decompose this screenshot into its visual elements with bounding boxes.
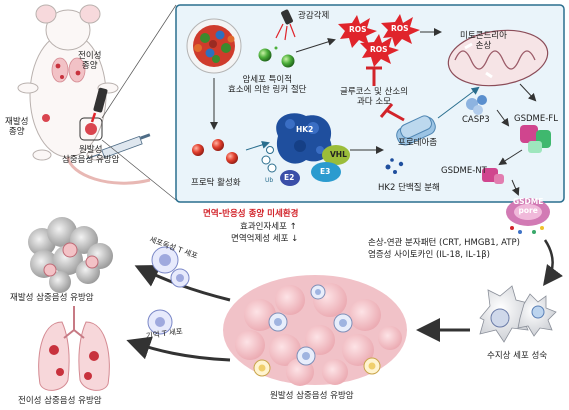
gsdme-fl-protein <box>520 125 551 153</box>
immune-cell-icon <box>253 284 381 377</box>
protac-particles <box>192 139 238 164</box>
dc-maturation-label: 수지상 세포 성숙 <box>487 351 548 361</box>
protac-activation-label: 프로탁 활성화 <box>191 178 241 188</box>
recurrent-tumor-label: 재발성 종양 <box>5 117 29 137</box>
zoom-line <box>101 4 177 119</box>
recurrent-tumor <box>28 217 113 293</box>
gsdme-nt-label: GSDME-NT <box>441 166 487 176</box>
e2-label: E2 <box>284 173 295 182</box>
arrow <box>245 141 270 151</box>
dendritic-cell-icon <box>479 285 557 343</box>
glucose-oxygen-label: 글루코스 및 산소의 과다 소모 <box>340 87 408 107</box>
immune-env-title: 면역-반응성 종양 미세환경 <box>203 209 299 219</box>
arrow <box>496 109 510 127</box>
arrow <box>543 239 563 287</box>
metastatic-tnbc-label: 전이성 삼중음성 유방암 <box>18 396 102 406</box>
arrow <box>519 83 537 102</box>
damp-label: 손상-연관 분자패턴 (CRT, HMGB1, ATP) <box>368 238 520 248</box>
syringe-icon <box>85 133 151 160</box>
inhibition-mark <box>366 66 382 86</box>
primary-tnbc-mouse-label: 원발성 삼중음성 유방암 <box>62 145 120 165</box>
gsdme-nt-protein <box>482 168 504 184</box>
casp3-label: CASP3 <box>462 115 490 125</box>
ros-burst <box>338 14 420 67</box>
arrow <box>295 37 336 53</box>
recurrent-tnbc-label: 재발성 삼중음성 유방암 <box>10 293 94 303</box>
cytokine-label: 염증성 사이토카인 (IL-18, IL-1β) <box>368 250 490 260</box>
lung-icon <box>38 306 110 391</box>
ros-label: ROS <box>391 24 409 33</box>
primary-tnbc-label: 원발성 삼중음성 유방암 <box>270 391 354 401</box>
photosensitizer-label: 광감각제 <box>298 11 330 21</box>
ros-label: ROS <box>370 45 388 54</box>
mitochondria-damage-label: 미토콘드리아 손상 <box>460 31 507 51</box>
inhibition-mark <box>379 103 405 122</box>
t-cell-icon <box>147 246 190 335</box>
light-icon <box>275 9 296 41</box>
vhl-label: VHL <box>330 150 347 159</box>
gsdme-fl-label: GSDME-FL <box>514 114 558 124</box>
ros-label: ROS <box>349 25 367 34</box>
linker-cleavage-label: 암세포 특이적 효소에 의한 링커 절단 <box>228 75 307 95</box>
hk2-fragments <box>385 158 404 174</box>
proteasome-label: 프로테아좀 <box>398 138 438 148</box>
gsdme-pore-label: GSDME pore <box>513 197 544 215</box>
ub-label: Ub <box>265 177 274 184</box>
arrow <box>437 86 480 119</box>
zoom-line <box>101 139 177 201</box>
suppressor-down-label: 면역억제성 세포 ↓ <box>231 234 299 244</box>
casp3-protein <box>466 95 487 115</box>
mouse-illustration <box>17 4 151 185</box>
proteasome <box>396 115 436 146</box>
ternary-complex <box>261 113 350 186</box>
arrow <box>498 149 523 166</box>
arrow <box>126 336 231 362</box>
arrow <box>511 179 520 196</box>
photosensitizer-particles <box>258 46 295 68</box>
effector-up-label: 효과인자세포 ↑ <box>240 222 297 232</box>
laser-icon <box>90 87 108 123</box>
metastatic-tumor-label: 전이성 종양 <box>78 51 102 71</box>
nanoparticle <box>186 18 242 74</box>
e3-label: E3 <box>320 167 331 176</box>
hk2-degradation-label: HK2 단백질 분해 <box>378 183 440 193</box>
gsdme-pore <box>506 198 550 234</box>
hk2-label: HK2 <box>296 125 314 134</box>
mitochondria <box>447 29 549 87</box>
